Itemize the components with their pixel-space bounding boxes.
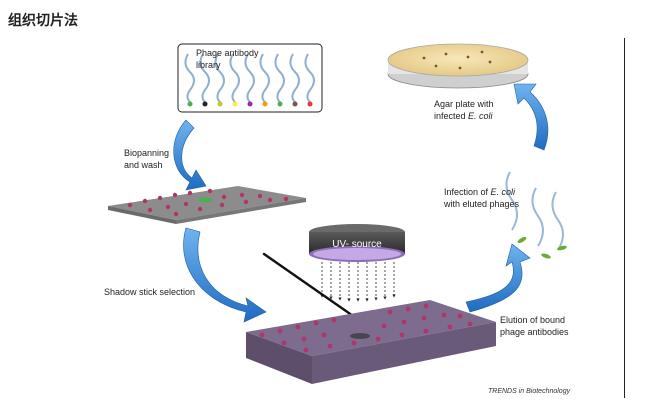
- uv-source-lamp: UV- source: [309, 224, 405, 302]
- infection-phages: [505, 171, 564, 251]
- agar-colonies: [422, 50, 492, 70]
- arrow-elution-to-infection: [465, 243, 531, 313]
- shadow-selection-slide: [246, 300, 496, 384]
- frame-divider: [624, 38, 625, 398]
- library-label: Phage antibody library: [196, 48, 259, 70]
- arrow-biopanning-to-shadow: [183, 227, 267, 323]
- source-credit: TRENDS in Biotechnology: [488, 388, 571, 395]
- tissue-stars-1: [127, 188, 289, 217]
- agar-plate: [387, 43, 529, 89]
- biopanning-label: Biopanning and wash: [124, 148, 170, 170]
- shadow-stick-label: Shadow stick selection: [104, 287, 196, 297]
- biopanning-slide: [108, 186, 306, 224]
- uv-source-label: UV- source: [332, 239, 382, 250]
- phage-heads: [187, 101, 313, 107]
- arrow-library-to-biopanning: [173, 119, 207, 191]
- page-title: 组织切片法: [8, 12, 78, 28]
- shadow-stick: [262, 252, 358, 320]
- tissue-stars-2: [259, 303, 473, 353]
- phage-strands: [184, 53, 315, 105]
- arrow-infection-to-agar: [513, 83, 549, 151]
- phage-library-panel: [177, 43, 323, 113]
- elution-label: Elution of bound phage antibodies: [500, 315, 569, 337]
- agar-label: Agar plate with infected E. coli: [434, 99, 494, 121]
- infection-label: Infection of E. coli with eluted phages: [444, 187, 520, 209]
- infection-ecoli: [517, 236, 567, 259]
- uv-rays: [320, 262, 396, 302]
